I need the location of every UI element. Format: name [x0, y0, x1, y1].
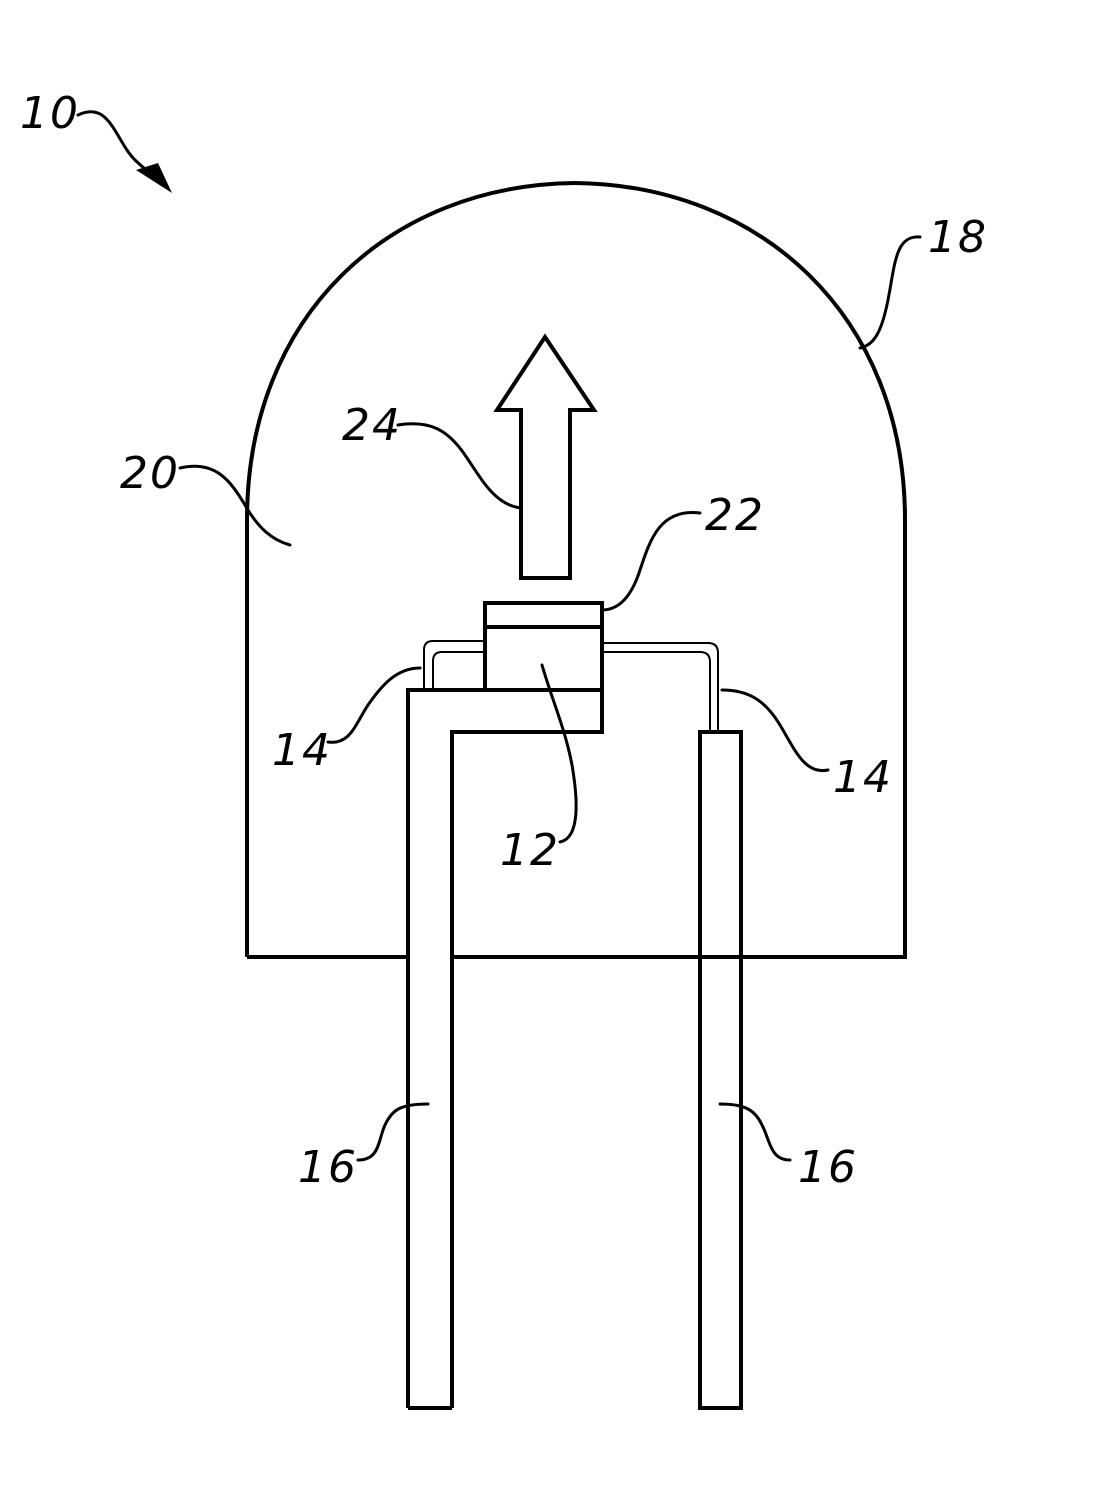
label-20: 20	[120, 448, 180, 499]
bond-wire-left	[424, 641, 485, 690]
label-18: 18	[928, 212, 988, 263]
lead-frame-left	[408, 690, 602, 1408]
label-14-right: 14	[833, 752, 893, 803]
label-16-left: 16	[298, 1142, 358, 1193]
label-14-left: 14	[272, 725, 332, 776]
leader-22	[602, 512, 700, 610]
leader-16-left	[358, 1104, 428, 1160]
leader-16-right	[720, 1104, 790, 1160]
label-16-right: 16	[798, 1142, 858, 1193]
leader-20	[180, 466, 290, 545]
label-12: 12	[500, 825, 560, 876]
encapsulant-dome	[247, 183, 905, 957]
bond-wire-right	[602, 643, 718, 732]
label-24: 24	[342, 400, 402, 451]
label-10: 10	[20, 88, 80, 139]
lead-frame-right	[700, 732, 741, 1408]
leader-18	[860, 237, 920, 348]
light-arrow	[497, 337, 594, 578]
label-22: 22	[705, 490, 765, 541]
leader-24	[398, 424, 521, 508]
chip-body	[485, 627, 602, 690]
phosphor-layer	[485, 603, 602, 627]
